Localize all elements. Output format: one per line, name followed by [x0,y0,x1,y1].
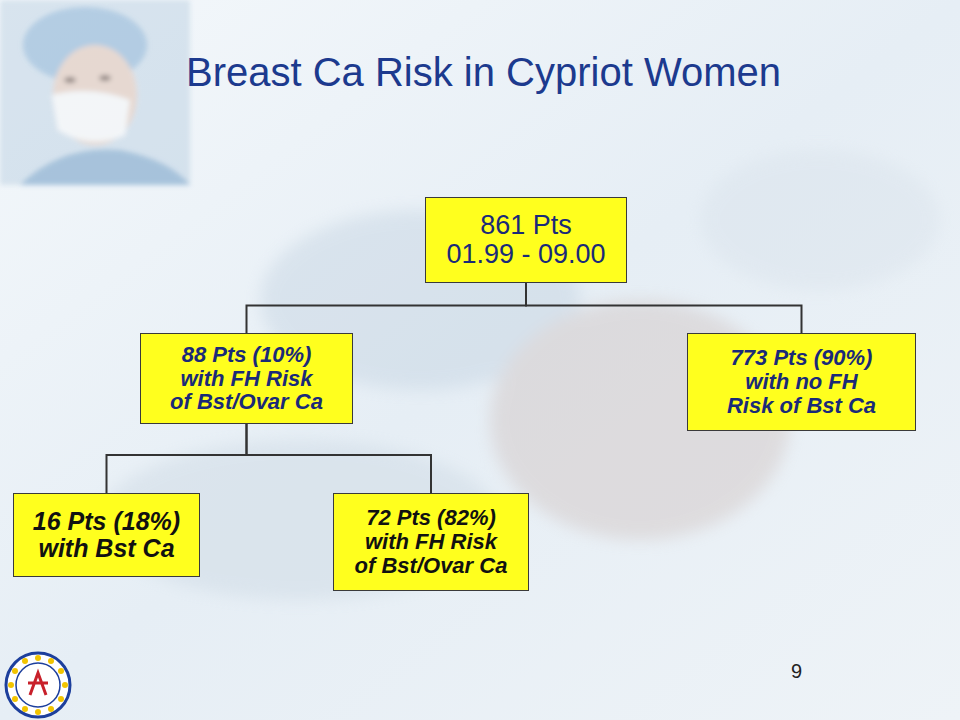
slide-title: Breast Ca Risk in Cypriot Women [186,50,781,95]
box-text: 773 Pts (90%) with no FH Risk of Bst Ca [696,346,907,417]
box-text: 861 Pts [480,211,572,240]
process-box: 16 Pts (18%) with Bst Ca [13,493,200,577]
faded-photo [100,150,940,600]
page-number: 9 [791,660,802,683]
box-text: 72 Pts (82%) with FH Risk of Bst/Ovar Ca [342,506,520,577]
process-box: 773 Pts (90%) with no FH Risk of Bst Ca [687,333,916,431]
logo [6,653,70,717]
box-text: 88 Pts (10%) with FH Risk of Bst/Ovar Ca [149,343,344,414]
process-box: 861 Pts01.99 - 09.00 [425,197,627,283]
connector-line [247,283,527,333]
box-text: 01.99 - 09.00 [446,240,605,269]
process-box: 72 Pts (82%) with FH Risk of Bst/Ovar Ca [333,493,529,591]
connector-line [247,424,432,493]
connector-line [107,424,247,493]
surgeon-illustration [0,0,190,185]
process-box: 88 Pts (10%) with FH Risk of Bst/Ovar Ca [140,333,353,424]
box-text: 16 Pts (18%) with Bst Ca [22,508,191,562]
connector-line [526,283,802,333]
